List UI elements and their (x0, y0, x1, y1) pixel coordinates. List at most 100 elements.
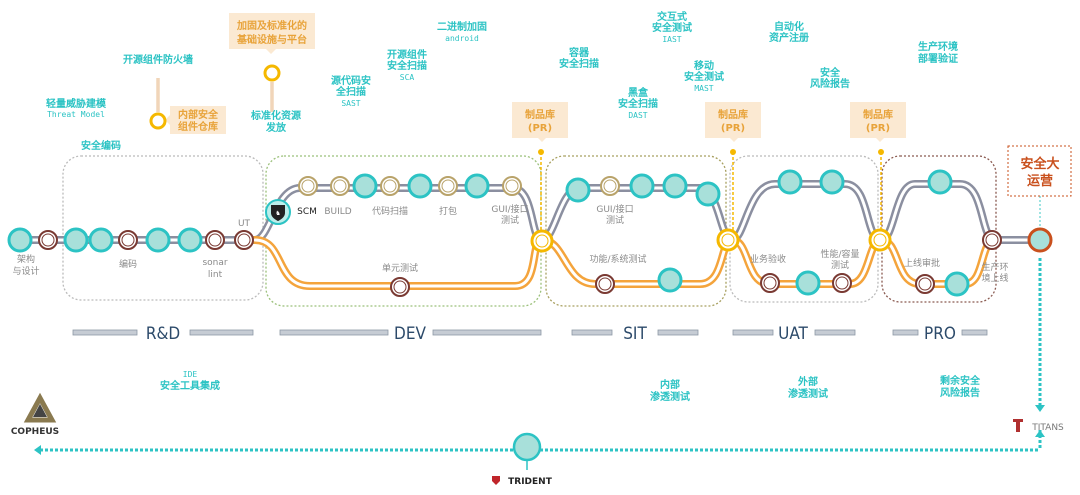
approve-label: 上线审批 (904, 257, 940, 269)
station-brown-1[interactable] (38, 230, 58, 250)
station-teal-25[interactable] (657, 267, 683, 293)
station-brown-31[interactable] (832, 273, 852, 293)
station-gold-9[interactable] (298, 176, 318, 196)
station-brown-8[interactable] (234, 230, 254, 250)
station-brown-29[interactable] (760, 273, 780, 293)
station-junc-32[interactable] (868, 228, 892, 252)
station-end-37[interactable] (1027, 227, 1053, 253)
station-brown-7[interactable] (205, 230, 225, 250)
station-teal-30[interactable] (795, 270, 821, 296)
station-brown-17[interactable] (390, 277, 410, 297)
station-brown-34[interactable] (915, 274, 935, 294)
sast-label-2: 全扫描 (335, 85, 366, 98)
pentest-int-label-1: 内部 (660, 378, 680, 391)
pentest-ext-label-2: 渗透测试 (788, 387, 828, 400)
dev-gui-label-1: GUI/接口 (491, 203, 528, 215)
sast-label-3: SAST (341, 99, 360, 108)
ar-dot-1 (538, 149, 544, 155)
stage-rd: R&D (146, 324, 180, 344)
station-teal-33[interactable] (927, 169, 953, 195)
station-teal-35[interactable] (944, 271, 970, 297)
station-teal-28[interactable] (819, 169, 845, 195)
pentest-ext-label-1: 外部 (797, 375, 818, 388)
sast-label-1: 源代码安 (331, 74, 371, 87)
arrow-down-icon (1035, 405, 1045, 412)
titans-logo: TITANS (1013, 419, 1064, 433)
ide-label-1: IDE (183, 370, 198, 379)
station-gold-16[interactable] (502, 176, 522, 196)
station-teal-19[interactable] (565, 177, 591, 203)
station-gold-20[interactable] (600, 176, 620, 196)
station-teal-22[interactable] (662, 173, 688, 199)
ut-label: UT (238, 219, 251, 229)
oss-firewall-label: 开源组件防火墙 (123, 53, 193, 66)
callout-ar1 (512, 102, 568, 138)
verify-label-2: 部署验证 (918, 52, 958, 65)
sit-gui-label-2: 测试 (606, 214, 624, 226)
bin-label-2: android (445, 34, 479, 43)
station-teal-0[interactable] (7, 227, 33, 253)
ar2-sub: (PR) (721, 123, 745, 134)
shield-icon: ♞ (265, 199, 291, 225)
callout-repo (170, 106, 226, 134)
station-teal-5[interactable] (145, 227, 171, 253)
dast-label-2: 安全扫描 (618, 97, 658, 110)
bin-label-1: 二进制加固 (437, 20, 487, 33)
residual-label-2: 风险报告 (940, 386, 980, 399)
station-brown-24[interactable] (595, 274, 615, 294)
trident-text: TRIDENT (508, 477, 553, 487)
dast-label-3: DAST (628, 111, 647, 120)
station-teal-11[interactable] (352, 173, 378, 199)
pentest-int-label-2: 渗透测试 (650, 390, 690, 403)
station-gold-14[interactable] (438, 176, 458, 196)
func-test-label: 功能/系统测试 (589, 253, 646, 265)
std-label-2: 发放 (265, 121, 287, 134)
online-label-1: 生产环 (981, 261, 1008, 273)
risk-label-2: 风险报告 (810, 77, 850, 90)
station-junc-18[interactable] (530, 229, 554, 253)
station-teal-6[interactable] (177, 227, 203, 253)
lint-label: lint (208, 270, 223, 280)
svg-text:♞: ♞ (275, 210, 280, 217)
stage-uat: UAT (778, 324, 808, 344)
iast-label-3: IAST (662, 35, 681, 44)
callout-infra (229, 13, 315, 49)
accept-label: 业务验收 (750, 253, 786, 265)
ar1-sub: (PR) (528, 123, 552, 134)
container-label-2: 安全扫描 (559, 57, 599, 70)
secure-coding-label: 安全编码 (81, 139, 121, 152)
security-ops-box (1007, 145, 1072, 197)
repo-label-1: 内部安全 (178, 108, 219, 121)
ar-dot-3 (878, 149, 884, 155)
build-label: BUILD (324, 207, 351, 217)
station-teal-21[interactable] (629, 173, 655, 199)
station-gold-12[interactable] (380, 176, 400, 196)
sca-label-2: 安全扫描 (387, 59, 427, 72)
station-teal-2[interactable] (63, 227, 89, 253)
stage-box-rd (62, 155, 264, 301)
online-label-2: 境上线 (981, 272, 1008, 284)
coding-label: 编码 (119, 258, 137, 270)
station-teal-3[interactable] (88, 227, 114, 253)
station-teal-23[interactable] (695, 181, 721, 207)
trident-logo: TRIDENT (492, 476, 553, 487)
station-brown-4[interactable] (118, 230, 138, 250)
dast-label-1: 黑盒 (628, 86, 649, 99)
station-teal-15[interactable] (464, 173, 490, 199)
unit-test-label: 单元测试 (382, 262, 418, 274)
station-gold-10[interactable] (330, 176, 350, 196)
trident-station[interactable] (512, 432, 542, 462)
repo-label-2: 组件仓库 (178, 120, 218, 133)
station-brown-36[interactable] (982, 230, 1002, 250)
arrow-up-icon (1035, 430, 1045, 437)
sonar-label: sonar (202, 258, 227, 268)
station-teal-27[interactable] (777, 169, 803, 195)
titans-text: TITANS (1031, 423, 1064, 433)
container-label-1: 容器 (568, 46, 590, 59)
package-label: 打包 (439, 205, 457, 217)
station-junc-26[interactable] (716, 228, 740, 252)
station-teal-13[interactable] (407, 173, 433, 199)
security-ops-line1: 安全大 (1020, 156, 1059, 172)
infra-label-2: 基础设施与平台 (236, 33, 307, 46)
